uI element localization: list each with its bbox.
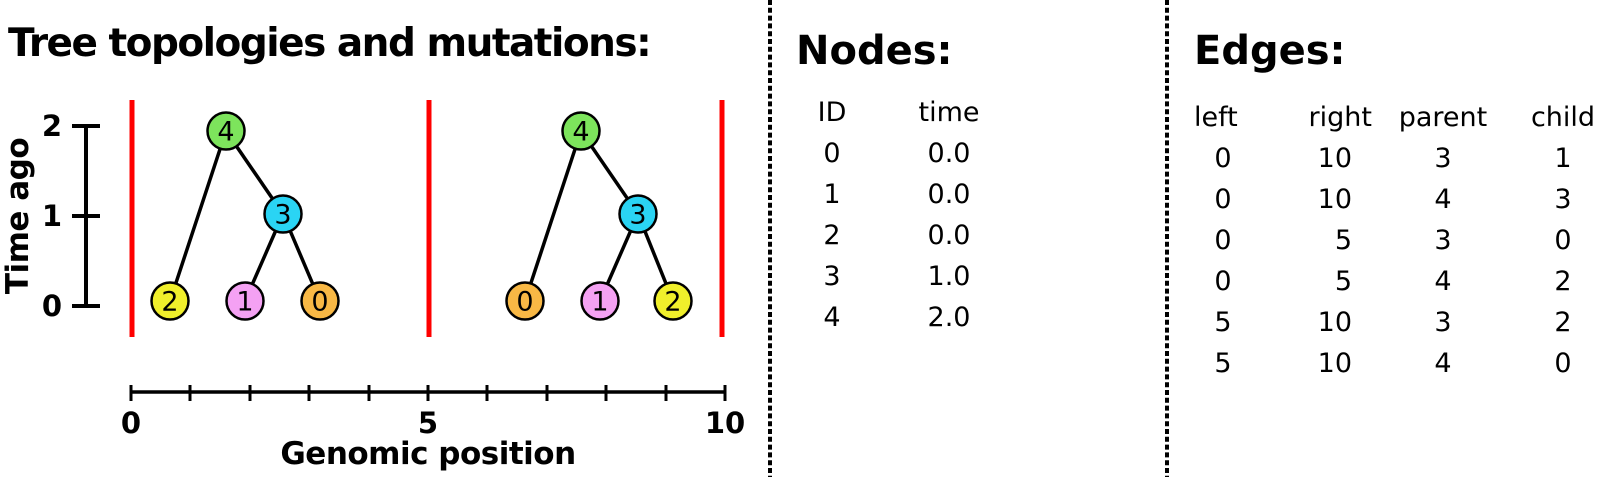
- edges-cell-right: 10: [1317, 348, 1352, 379]
- figure-title: Tree topologies and mutations:: [8, 21, 650, 66]
- edges-cell-child: 1: [1554, 143, 1572, 174]
- time-axis: [72, 124, 100, 308]
- tree1-node-2-label: 2: [161, 286, 178, 317]
- tree1-node-2-circle: [150, 281, 190, 321]
- edges-cell-left: 0: [1214, 225, 1232, 256]
- genome-axis: [129, 385, 727, 401]
- edges-table: left right parent child 0 10 3 1 0 10 4 …: [1194, 97, 1599, 384]
- edges-cell-left: 0: [1214, 143, 1232, 174]
- tree1-node-0-label: 0: [311, 286, 328, 317]
- edges-cell-parent: 4: [1434, 348, 1452, 379]
- tree1-node-1-circle: [225, 281, 265, 321]
- edges-cell-left: 5: [1214, 348, 1232, 379]
- nodes-cell-time: 1.0: [927, 261, 971, 292]
- edges-cell-parent: 3: [1434, 225, 1452, 256]
- tree1-node-3-circle: [263, 194, 303, 234]
- edges-cell-right: 10: [1317, 184, 1352, 215]
- nodes-header-time: time: [918, 97, 980, 128]
- genome-tick-label-5: 5: [418, 406, 438, 440]
- tree1-node-0-circle: [300, 281, 340, 321]
- edges-cell-child: 3: [1554, 184, 1572, 215]
- nodes-cell-time: 2.0: [927, 302, 971, 333]
- nodes-cell-id: 2: [823, 220, 841, 251]
- edges-cell-parent: 4: [1434, 184, 1452, 215]
- tree2-node-1-label: 1: [591, 286, 608, 317]
- edges-cell-child: 2: [1554, 266, 1572, 297]
- edges-cell-left: 0: [1214, 266, 1232, 297]
- tree1-node-1-label: 1: [236, 286, 253, 317]
- tree2-node-1-circle: [580, 281, 620, 321]
- tree2-node-4-label: 4: [572, 116, 589, 147]
- genome-axis-title: Genomic position: [280, 436, 575, 472]
- tree1-node-3-label: 3: [274, 199, 291, 230]
- time-axis-title: Time ago: [0, 138, 36, 294]
- tree2-node-0-circle: [505, 281, 545, 321]
- tree1-edge-4-2: [168, 130, 228, 302]
- edges-cell-left: 5: [1214, 307, 1232, 338]
- tree1-node-4-label: 4: [217, 116, 234, 147]
- tree2-node-4-circle: [561, 111, 601, 151]
- tree2-node-2-label: 2: [664, 286, 681, 317]
- tree-1: 4 3 2 1 0: [150, 111, 340, 321]
- nodes-cell-id: 4: [823, 302, 841, 333]
- tree2-node-0-label: 0: [516, 286, 533, 317]
- time-tick-label-2: 2: [42, 109, 62, 143]
- edges-cell-child: 0: [1554, 348, 1572, 379]
- edges-cell-child: 0: [1554, 225, 1572, 256]
- edges-cell-right: 5: [1334, 225, 1352, 256]
- edges-header-left: left: [1194, 102, 1238, 133]
- tree2-node-2-circle: [653, 281, 693, 321]
- nodes-cell-id: 1: [823, 179, 841, 210]
- tree2-edge-4-0: [523, 130, 583, 302]
- tree2-node-3-circle: [618, 194, 658, 234]
- edges-cell-left: 0: [1214, 184, 1232, 215]
- tree1-node-4-circle: [206, 111, 246, 151]
- tree-2-nodes: [505, 111, 693, 321]
- genome-tick-label-10: 10: [705, 406, 745, 440]
- nodes-table: ID time 0 0.0 1 0.0 2 0.0 3 1.0 4 2.0: [786, 92, 1020, 338]
- tree-interval-boundaries: [129, 100, 725, 337]
- edges-cell-right: 10: [1317, 307, 1352, 338]
- edges-cell-parent: 3: [1434, 143, 1452, 174]
- time-tick-label-1: 1: [42, 199, 62, 233]
- nodes-panel-title: Nodes:: [796, 28, 953, 74]
- nodes-header-id: ID: [817, 97, 847, 128]
- tree-1-nodes: [150, 111, 340, 321]
- nodes-cell-time: 0.0: [927, 179, 971, 210]
- edges-panel-title: Edges:: [1194, 28, 1346, 74]
- edges-cell-right: 10: [1317, 143, 1352, 174]
- nodes-cell-time: 0.0: [927, 138, 971, 169]
- tree2-node-3-label: 3: [629, 199, 646, 230]
- nodes-cell-id: 3: [823, 261, 841, 292]
- edges-header-child: child: [1530, 102, 1596, 133]
- time-tick-label-0: 0: [42, 289, 62, 323]
- edges-cell-child: 2: [1554, 307, 1572, 338]
- tree-1-node-labels: 4 3 2 1 0: [161, 116, 328, 317]
- edges-header-right: right: [1308, 102, 1372, 133]
- tree-2: 4 3 0 1 2: [505, 111, 693, 321]
- nodes-cell-time: 0.0: [927, 220, 971, 251]
- genome-tick-label-0: 0: [121, 406, 141, 440]
- edges-cell-parent: 3: [1434, 307, 1452, 338]
- edges-cell-parent: 4: [1434, 266, 1452, 297]
- edges-header-parent: parent: [1398, 102, 1488, 133]
- tree-2-node-labels: 4 3 0 1 2: [516, 116, 681, 317]
- edges-cell-right: 5: [1334, 266, 1352, 297]
- nodes-cell-id: 0: [823, 138, 841, 169]
